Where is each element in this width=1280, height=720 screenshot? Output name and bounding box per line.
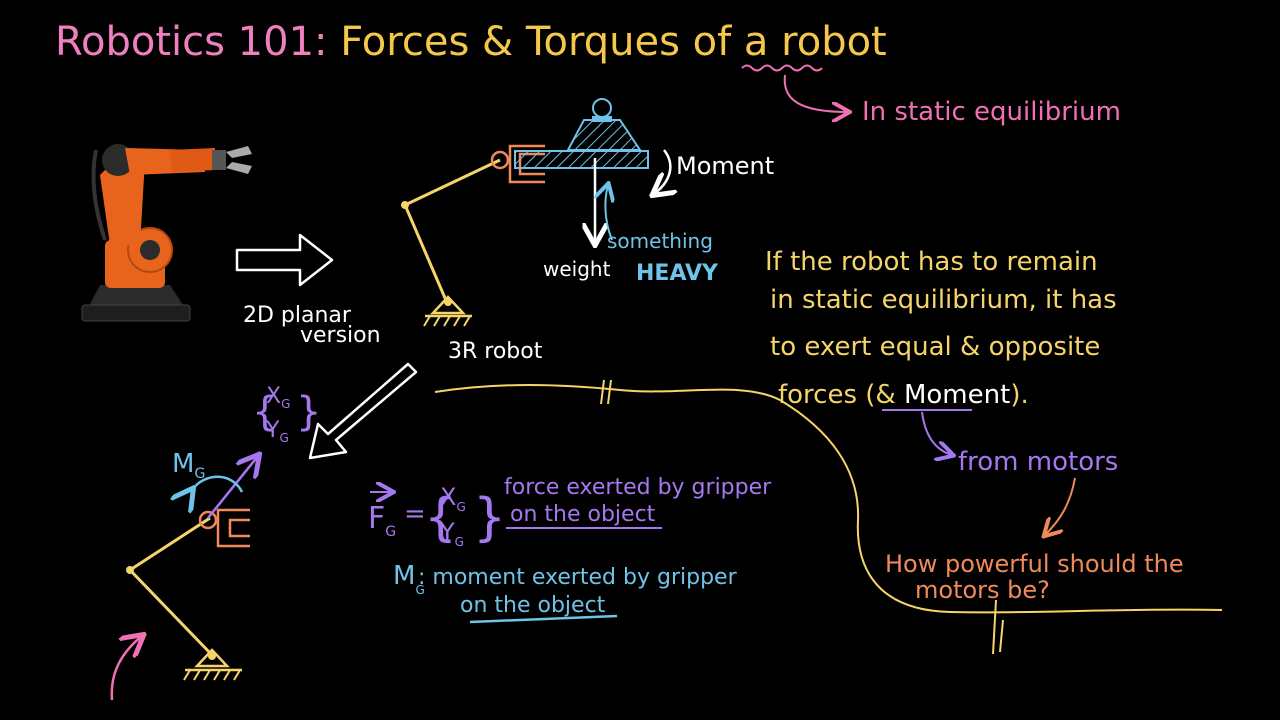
force-desc-line1: force exerted by gripper: [504, 475, 772, 500]
gripper-vector-small: { } XG YG: [252, 384, 321, 445]
industrial-robot-image: [81, 144, 252, 322]
force-vec-y: Y: [439, 518, 455, 546]
planar-label-line2: version: [300, 323, 381, 348]
gripper-force-arrow: [207, 456, 258, 519]
force-definition: FG = { } XG YG: [368, 483, 506, 549]
top-3r-robot: [401, 98, 649, 327]
moment-desc-line2: on the object: [460, 593, 606, 618]
small-vec-x: X: [266, 384, 281, 409]
weight-label: weight: [543, 257, 611, 281]
lower-left-pink-arrow: [110, 636, 142, 701]
paragraph-line4-end: ).: [1010, 380, 1028, 410]
svg-text:}: }: [296, 389, 321, 435]
title-part2: Forces & Torques of a robot: [340, 19, 887, 65]
paragraph-line2: in static equilibrium, it has: [770, 285, 1117, 315]
moment-curved-arrow: [654, 149, 670, 194]
static-arrow: [783, 74, 848, 112]
from-motors-label: from motors: [958, 447, 1118, 477]
force-equals: =: [404, 499, 426, 529]
question-line1: How powerful should the: [885, 550, 1184, 578]
hollow-arrow-right: [235, 233, 334, 287]
question-line2: motors be?: [915, 576, 1050, 604]
planar-label-line1: 2D planar: [243, 303, 352, 328]
mg-symbol: M: [172, 449, 194, 479]
svg-text:XG: XG: [440, 483, 466, 514]
moment-definition: MG : moment exerted by gripper on the ob…: [393, 561, 738, 624]
moment-desc-line1: : moment exerted by gripper: [418, 565, 738, 590]
force-vec-x-sub: G: [456, 500, 465, 514]
gripper-moment-arrow: [192, 475, 244, 492]
svg-text:{: {: [252, 389, 277, 435]
force-vec-x: X: [440, 483, 456, 511]
svg-text:YG: YG: [265, 418, 289, 445]
paragraph-line4: forces (& Moment).: [778, 380, 1029, 410]
break-curve: [434, 384, 1223, 614]
moment-label: Moment: [676, 152, 774, 180]
force-symbol: F: [368, 501, 385, 536]
hollow-arrow-diagonal: [308, 362, 418, 460]
force-desc-line2: on the object: [510, 502, 656, 527]
moment-mg-label: MG: [172, 449, 205, 482]
moment-def-subscript: G: [415, 583, 424, 597]
svg-text:{: {: [424, 488, 457, 548]
small-vec-y-sub: G: [279, 431, 288, 445]
title: Robotics 101: Forces & Torques of a robo…: [55, 19, 887, 65]
bottom-robot: [126, 508, 250, 681]
paragraph-line3: to exert equal & opposite: [770, 332, 1100, 362]
small-vec-y: Y: [265, 418, 280, 443]
force-subscript: G: [385, 524, 396, 540]
force-vec-y-sub: G: [455, 535, 464, 549]
something-label: something: [607, 229, 713, 253]
svg-text:FG: FG: [368, 501, 396, 540]
paragraph-line1: If the robot has to remain: [765, 247, 1098, 277]
robot-underline-squiggle: [741, 64, 823, 72]
something-pointer-arrow: [605, 185, 612, 241]
question-arrow: [1045, 477, 1076, 535]
heavy-label: HEAVY: [636, 261, 719, 286]
paragraph-moment-word: Moment: [904, 380, 1010, 410]
from-motors-arrow: [921, 411, 952, 455]
paragraph-line4-start: forces (&: [778, 380, 904, 410]
mg-subscript: G: [194, 466, 205, 482]
small-vec-x-sub: G: [281, 397, 290, 411]
break-marks: [600, 379, 1004, 655]
svg-text:MG: MG: [393, 561, 425, 597]
title-part1: Robotics 101:: [55, 19, 340, 65]
svg-text:XG: XG: [266, 384, 290, 411]
3r-robot-label: 3R robot: [448, 339, 543, 364]
note-static-equilibrium: In static equilibrium: [862, 97, 1121, 127]
svg-text:YG: YG: [439, 518, 464, 549]
svg-text:}: }: [473, 488, 506, 548]
moment-desc-underline: [469, 614, 618, 624]
moment-def-symbol: M: [393, 561, 415, 591]
